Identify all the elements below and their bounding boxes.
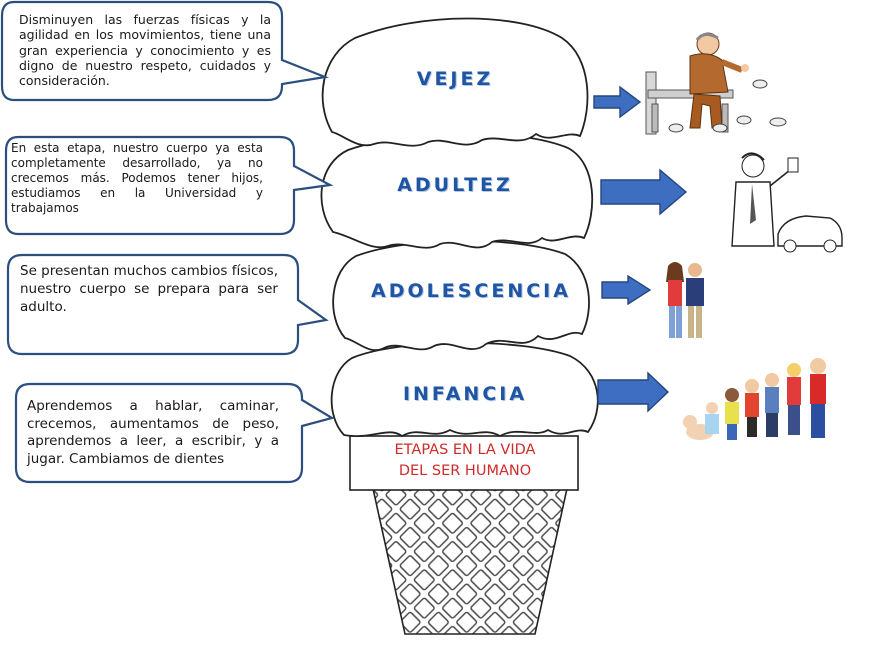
stage-label-infancia: INFANCIA	[402, 383, 528, 405]
waffle-cone	[371, 483, 569, 635]
stage-label-adultez: ADULTEZ	[397, 174, 513, 196]
elderly-man-illustration	[645, 32, 787, 135]
callout-bubble-vejez	[0, 0, 330, 102]
callout-text-adultez: En esta etapa, nuestro cuerpo ya esta co…	[11, 141, 263, 215]
stage-label-vejez: VEJEZ	[416, 68, 494, 90]
scoop-adolescencia	[332, 239, 590, 351]
arrow-adultez	[600, 168, 688, 216]
cone-band	[349, 435, 579, 491]
scoop-vejez	[321, 17, 589, 147]
callout-text-infancia: Aprendemos a hablar, caminar, crecemos, …	[27, 398, 279, 467]
callout-text-vejez: Disminuyen las fuerzas físicas y la agil…	[19, 12, 271, 88]
arrow-infancia	[597, 371, 670, 413]
cone-title-line1: ETAPAS EN LA VIDA	[394, 442, 536, 458]
callout-bubble-infancia	[14, 382, 335, 484]
arrow-adolescencia	[601, 274, 652, 306]
children-illustration	[683, 358, 826, 440]
teenagers-illustration	[666, 262, 704, 338]
callout-text-adolescencia: Se presentan muchos cambios físicos, nue…	[20, 263, 278, 316]
stage-label-adolescencia: ADOLESCENCIA	[371, 280, 571, 302]
businessman-illustration	[731, 152, 843, 253]
callout-bubble-adolescencia	[6, 253, 329, 356]
cone-title-line2: DEL SER HUMANO	[398, 463, 532, 479]
arrow-vejez	[593, 85, 642, 119]
callout-bubble-adultez	[4, 135, 334, 236]
